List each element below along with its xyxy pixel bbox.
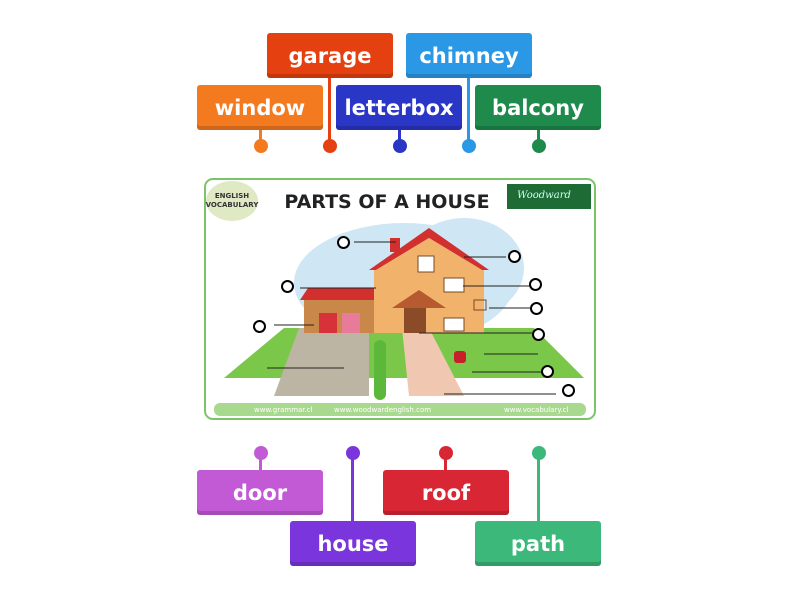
tile-house[interactable]: house [290, 521, 416, 566]
tile-chimney[interactable]: chimney [406, 33, 532, 78]
tile-window[interactable]: window [197, 85, 323, 130]
pin-dot [323, 139, 337, 153]
tile-letterbox[interactable]: letterbox [336, 85, 462, 130]
pin-dot [254, 139, 268, 153]
drop-zone-8[interactable] [541, 365, 554, 378]
drop-zone-2[interactable] [508, 250, 521, 263]
drop-zone-6[interactable] [253, 320, 266, 333]
drop-zone-5[interactable] [530, 302, 543, 315]
drop-zone-7[interactable] [532, 328, 545, 341]
tile-garage[interactable]: garage [267, 33, 393, 78]
drop-zone-9[interactable] [562, 384, 575, 397]
drop-zone-1[interactable] [337, 236, 350, 249]
svg-text:Woodward: Woodward [517, 190, 571, 201]
svg-text:www.woodwardenglish.com: www.woodwardenglish.com [334, 406, 431, 414]
drop-zone-3[interactable] [281, 280, 294, 293]
svg-text:www.vocabulary.cl: www.vocabulary.cl [504, 406, 569, 414]
house-diagram-image: ENGLISH VOCABULARY PARTS OF A HOUSE Wood… [204, 178, 596, 420]
pin-dot [393, 139, 407, 153]
badge-circle [206, 181, 258, 221]
svg-text:VOCABULARY: VOCABULARY [206, 201, 260, 209]
tile-path[interactable]: path [475, 521, 601, 566]
tile-door[interactable]: door [197, 470, 323, 515]
pin-dot [532, 139, 546, 153]
tile-roof[interactable]: roof [383, 470, 509, 515]
image-title: PARTS OF A HOUSE [284, 191, 489, 213]
tile-balcony[interactable]: balcony [475, 85, 601, 130]
svg-text:www.grammar.cl: www.grammar.cl [254, 406, 313, 414]
svg-text:ENGLISH: ENGLISH [215, 192, 249, 200]
drop-zone-4[interactable] [529, 278, 542, 291]
pin-dot [462, 139, 476, 153]
